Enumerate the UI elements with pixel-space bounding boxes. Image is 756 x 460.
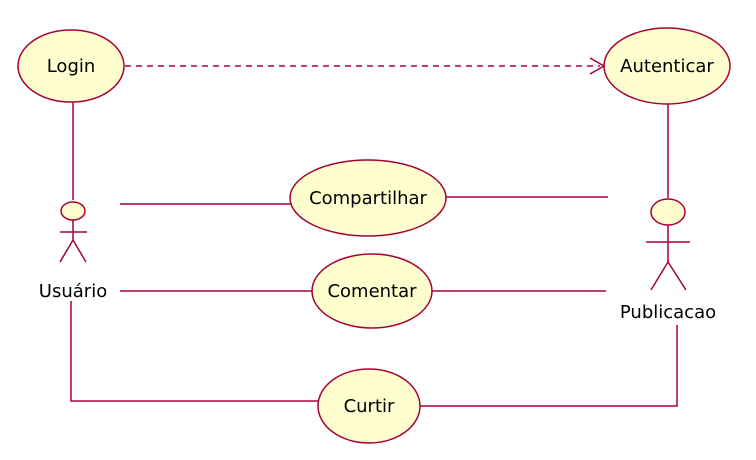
use-case-comentar[interactable]: Comentar bbox=[311, 253, 433, 329]
use-case-compartilhar-label: Compartilhar bbox=[309, 188, 427, 209]
use-case-autenticar-ellipse bbox=[603, 27, 731, 105]
actor-publicacao-left-leg bbox=[650, 261, 669, 291]
use-case-compartilhar-ellipse bbox=[289, 159, 447, 237]
use-case-comentar-label: Comentar bbox=[327, 281, 417, 302]
actor-usuario-head bbox=[60, 201, 86, 221]
use-case-comentar-ellipse bbox=[311, 253, 433, 329]
actor-usuario-left-leg bbox=[59, 239, 74, 263]
use-case-login-label: Login bbox=[47, 56, 96, 77]
actor-usuario-right-leg bbox=[72, 239, 87, 263]
actor-publicacao[interactable]: Publicacao bbox=[620, 198, 716, 323]
relation-usuario-curtir bbox=[70, 301, 320, 402]
actor-publicacao-head bbox=[650, 198, 686, 226]
use-case-curtir-ellipse bbox=[317, 368, 421, 444]
use-case-login-ellipse bbox=[17, 29, 125, 103]
use-case-login[interactable]: Login bbox=[17, 29, 125, 103]
actor-usuario-label: Usuário bbox=[39, 281, 107, 302]
actor-publicacao-right-leg bbox=[667, 261, 687, 291]
use-case-autenticar[interactable]: Autenticar bbox=[603, 27, 731, 105]
relation-curtir-publicacao bbox=[420, 325, 678, 407]
use-case-curtir[interactable]: Curtir bbox=[317, 368, 421, 444]
use-case-compartilhar[interactable]: Compartilhar bbox=[289, 159, 447, 237]
use-case-curtir-label: Curtir bbox=[344, 396, 395, 417]
actor-publicacao-label: Publicacao bbox=[620, 302, 716, 323]
relations bbox=[70, 57, 678, 407]
actor-usuario[interactable]: Usuário bbox=[39, 201, 107, 302]
use-case-autenticar-label: Autenticar bbox=[620, 56, 714, 77]
